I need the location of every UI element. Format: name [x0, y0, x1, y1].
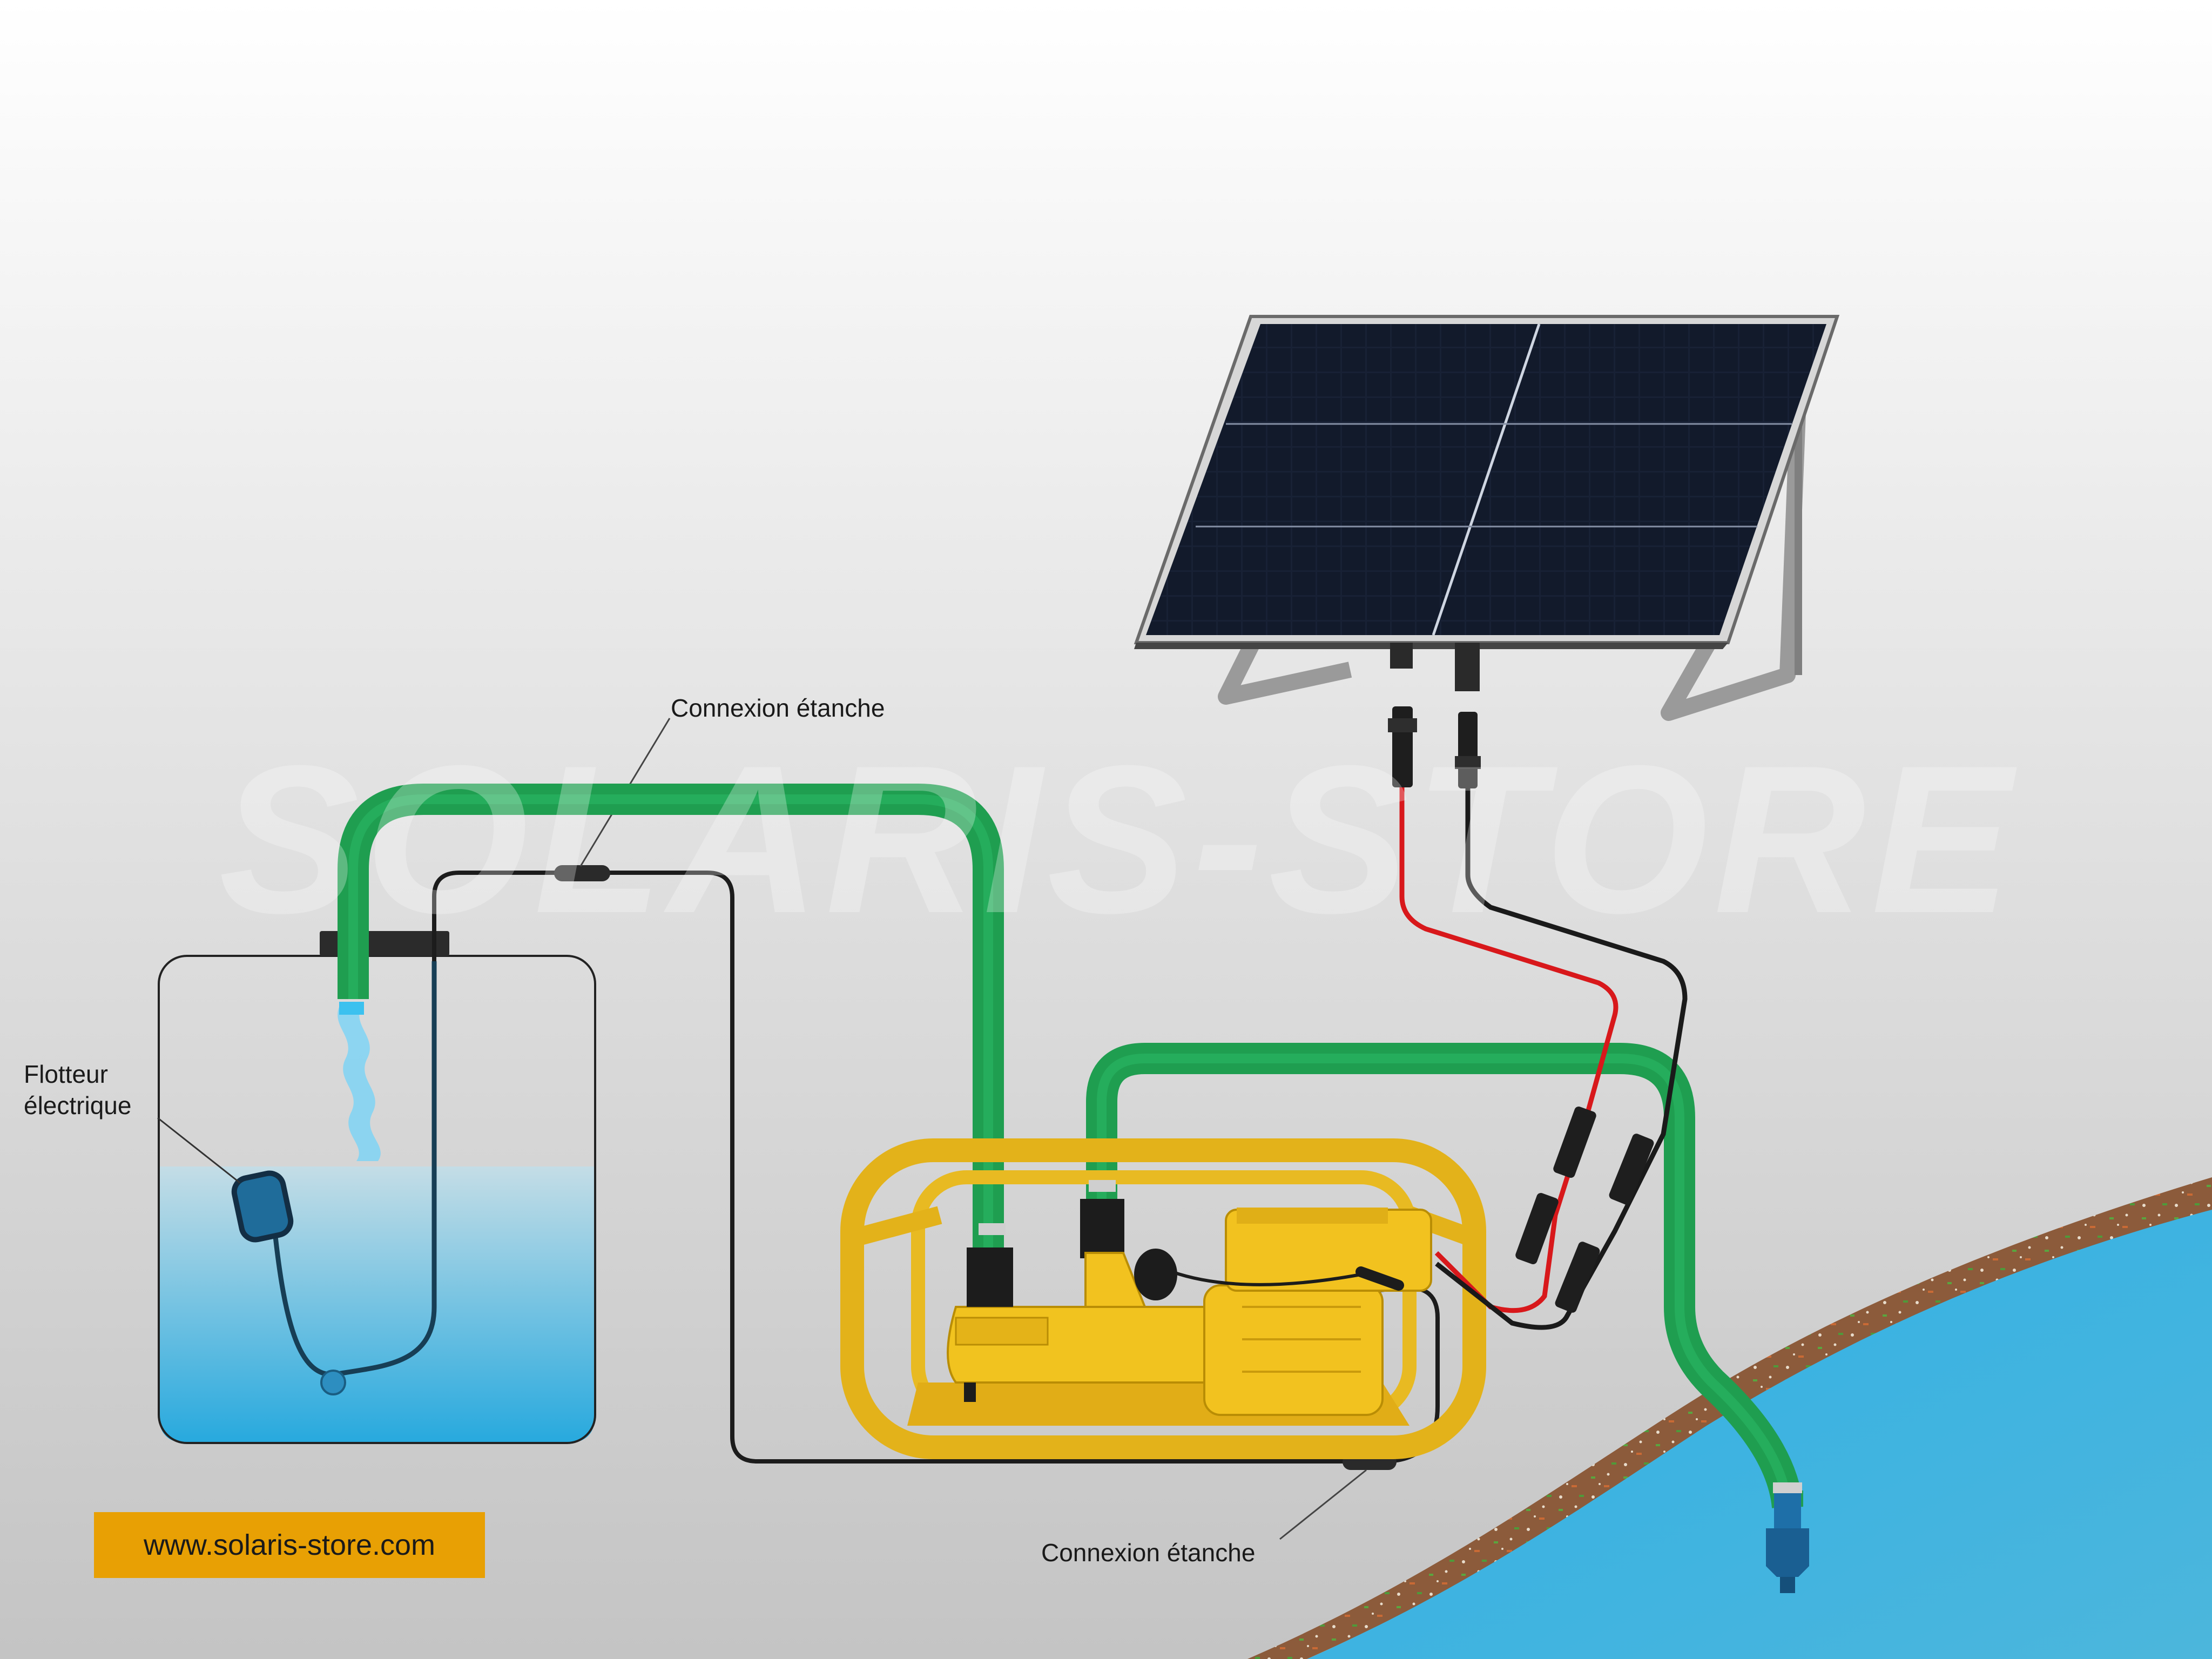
tank-water [159, 1166, 595, 1443]
pump-inlet [1080, 1199, 1124, 1258]
wire-positive [1399, 787, 1618, 1313]
junction-box-positive [1390, 643, 1413, 669]
solar-panel [1134, 315, 1840, 721]
wire-negative [1435, 788, 1688, 1330]
pump-motor [1203, 1284, 1384, 1416]
junction-box-negative [1455, 643, 1480, 691]
float-switch-icon [231, 1170, 294, 1243]
riverbank [1247, 1177, 2212, 1659]
panel-stand-right [1661, 399, 1806, 721]
pump-frame [840, 1138, 1486, 1459]
seal-connector-top [554, 865, 610, 881]
pump-outlet [967, 1247, 1013, 1307]
pump-unit [840, 1138, 1486, 1459]
float-switch-label: Flotteur électrique [24, 1058, 131, 1121]
water-stream [338, 1004, 381, 1161]
float-wire [432, 871, 1440, 1464]
seal-top-label: Connexion étanche [671, 694, 885, 722]
mc4-inline-connectors [1515, 1106, 1654, 1313]
strainer-icon [1766, 1493, 1809, 1593]
panel-edge [1134, 643, 1728, 649]
brand-url-badge[interactable]: www.solaris-store.com [94, 1512, 485, 1578]
seal-bottom-label: Connexion étanche [1041, 1539, 1256, 1567]
float-label-line2: électrique [24, 1091, 132, 1120]
mc4-connector-negative [1455, 712, 1481, 788]
water-tank [157, 931, 596, 1444]
mc4-connector-positive [1388, 706, 1417, 787]
seal-bottom-leader [1279, 1469, 1367, 1540]
cable-weight [320, 1370, 346, 1395]
float-leader-line [157, 1117, 240, 1184]
priming-cap [1134, 1249, 1177, 1300]
float-label-line1: Flotteur [24, 1060, 108, 1088]
watermark: SOLARIS-STORE [219, 721, 2017, 957]
panel-stand-left [1218, 639, 1352, 705]
